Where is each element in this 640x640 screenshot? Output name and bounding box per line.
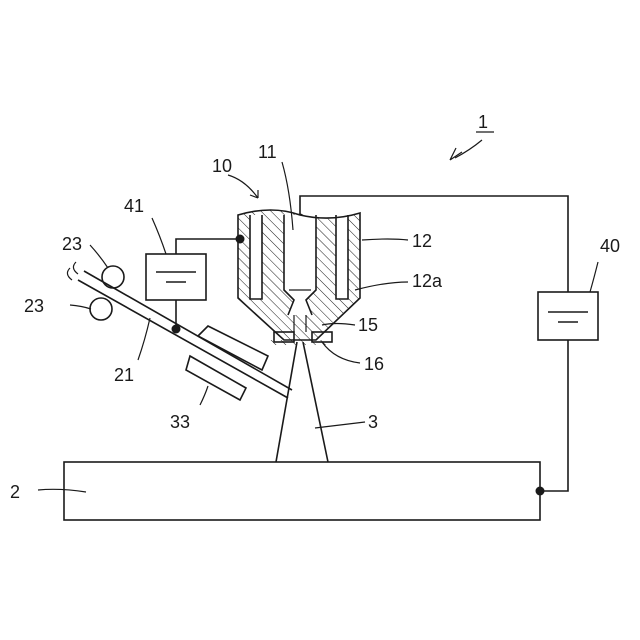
label-electrode: 11 [258,142,277,162]
roller-bottom [90,298,112,320]
label-roller-top: 23 [62,234,82,254]
label-roller-bottom: 23 [24,296,44,316]
plasma-jet [276,342,328,462]
label-power-40: 40 [600,236,620,256]
power-supply-41 [146,254,206,300]
label-part-16: 16 [364,354,384,374]
circuit-wire-41-top [176,239,240,254]
roller-top [102,266,124,288]
label-workpiece: 2 [10,482,20,502]
label-apparatus: 1 [478,112,488,132]
label-nozzle: 12 [412,231,432,251]
label-holder: 33 [170,412,190,432]
label-jet: 3 [368,412,378,432]
label-nozzle-sub: 12a [412,271,443,291]
workpiece-block [64,462,540,520]
label-part-15: 15 [358,315,378,335]
nozzle-body [230,200,370,350]
circuit-wire-right [540,340,568,491]
feed-rollers [90,266,124,320]
power-supply-40 [538,292,598,340]
label-power-41: 41 [124,196,144,216]
node-workpiece [536,487,545,496]
label-gun: 10 [212,156,232,176]
label-wire: 21 [114,365,134,385]
